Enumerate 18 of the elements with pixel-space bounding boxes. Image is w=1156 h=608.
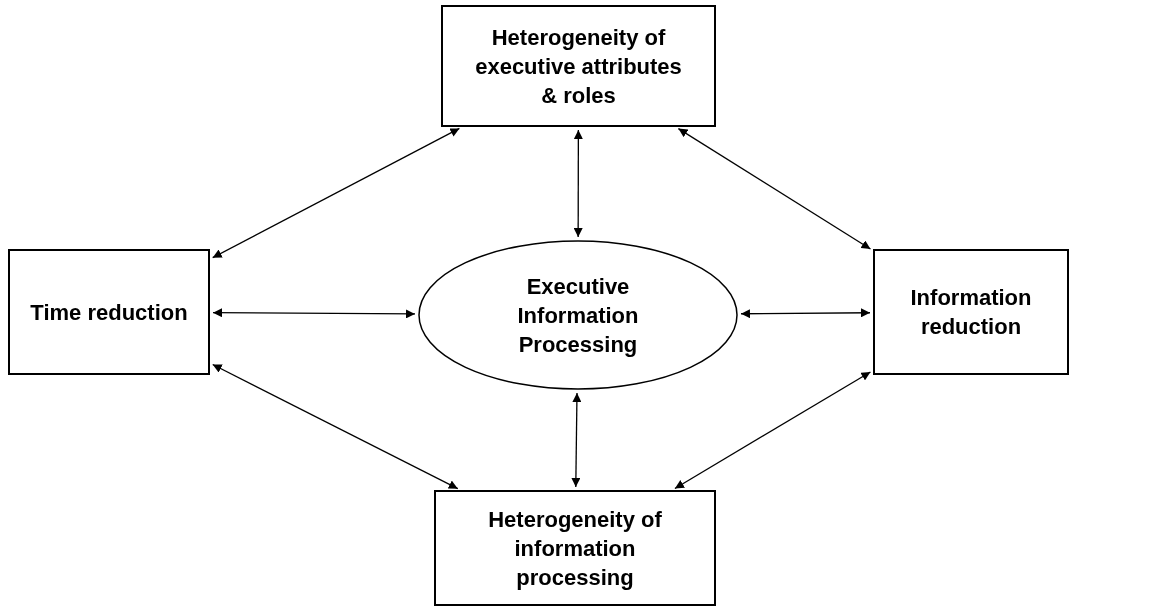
node-label: Information reduction — [909, 284, 1033, 341]
node-label: Time reduction — [30, 298, 188, 327]
factor-box — [873, 249, 1069, 375]
double-arrow — [212, 127, 461, 259]
double-arrow — [677, 127, 872, 250]
double-arrow — [674, 371, 872, 490]
factor-box — [441, 5, 716, 127]
node-label: Heterogeneity of information processing — [487, 505, 663, 592]
node-label: Heterogeneity of executive attributes & roles — [474, 23, 683, 110]
double-arrow — [212, 308, 416, 319]
double-arrow — [212, 363, 459, 490]
double-arrow — [740, 308, 871, 319]
node-label: Executive Information Processing — [516, 272, 640, 359]
factor-box — [434, 490, 716, 606]
double-arrow — [571, 392, 582, 488]
double-arrow — [573, 129, 583, 238]
factor-box — [8, 249, 210, 375]
process-ellipse — [418, 240, 738, 390]
